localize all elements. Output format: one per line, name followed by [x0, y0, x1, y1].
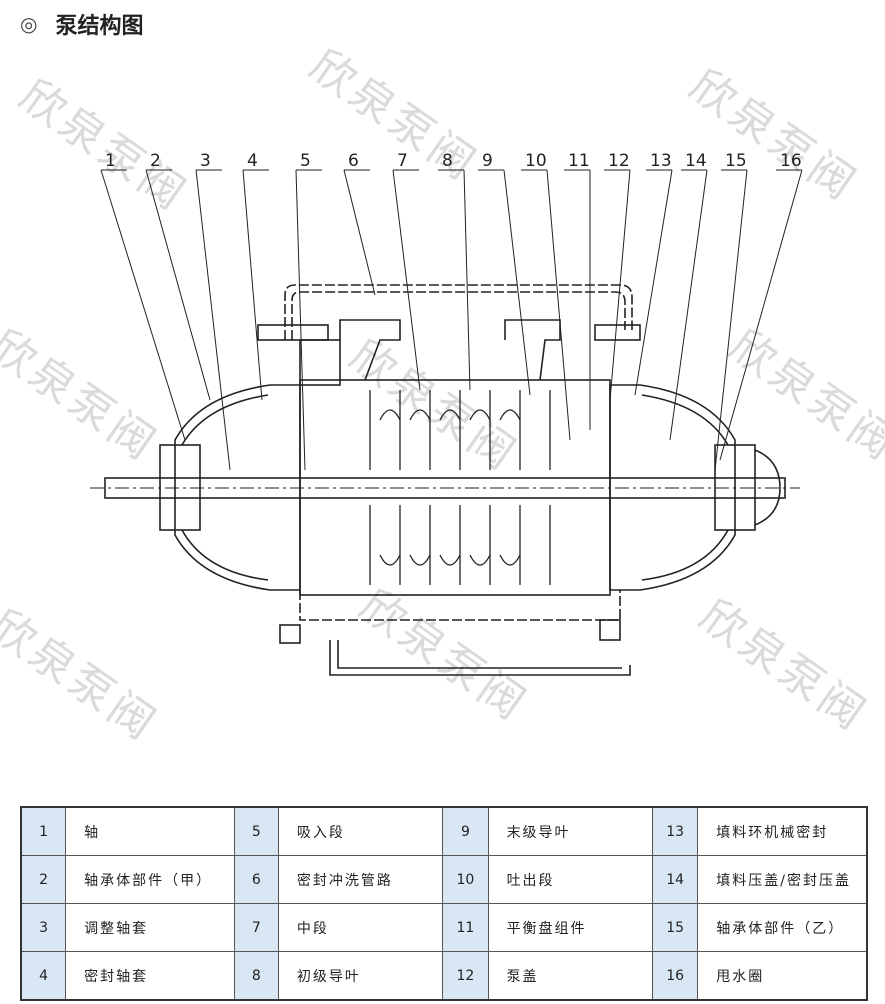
part-number: 15: [651, 903, 699, 952]
part-name: 密封轴套: [65, 951, 235, 1001]
leader-line: [145, 169, 211, 401]
part-number: 14: [651, 855, 699, 904]
leader-line: [546, 169, 571, 441]
callout-15: 15: [725, 151, 747, 171]
part-name: 调整轴套: [65, 903, 235, 952]
part-name: 中段: [277, 903, 444, 952]
callout-10: 10: [525, 151, 547, 171]
part-name: 轴承体部件（甲）: [65, 855, 235, 904]
callout-9: 9: [482, 151, 493, 171]
callout-2: 2: [150, 151, 161, 171]
callout-1: 1: [105, 151, 116, 171]
part-name: 填料压盖/密封压盖: [697, 855, 868, 904]
callout-7: 7: [397, 151, 408, 171]
callout-6: 6: [348, 151, 359, 171]
part-name: 初级导叶: [277, 951, 444, 1001]
leader-line: [242, 169, 263, 401]
leader-line: [463, 169, 471, 391]
leader-line: [295, 169, 306, 471]
leader-line: [392, 169, 421, 391]
part-number: 2: [20, 855, 67, 904]
part-number: 13: [651, 806, 699, 856]
part-name: 平衡盘组件: [487, 903, 654, 952]
callout-12: 12: [608, 151, 630, 171]
part-number: 11: [442, 903, 489, 952]
callout-8: 8: [442, 151, 453, 171]
part-name: 甩水圈: [697, 951, 868, 1001]
part-number: 6: [233, 855, 279, 904]
leader-lines: [100, 169, 803, 471]
leader-line: [634, 169, 673, 396]
part-number: 5: [233, 806, 279, 856]
part-name: 轴承体部件（乙）: [697, 903, 868, 952]
part-number: 4: [20, 951, 67, 1001]
part-name: 密封冲洗管路: [277, 855, 444, 904]
part-name: 末级导叶: [487, 806, 654, 856]
leader-line: [343, 169, 376, 296]
double-circle-icon: ◎: [20, 12, 38, 36]
leader-line: [719, 169, 803, 461]
part-name: 填料环机械密封: [697, 806, 868, 856]
part-number: 3: [20, 903, 67, 952]
part-number: 7: [233, 903, 279, 952]
leader-line: [195, 169, 231, 471]
part-name: 轴: [65, 806, 235, 856]
part-number: 1: [20, 806, 67, 856]
title-text: 泵结构图: [55, 14, 144, 39]
part-number: 12: [442, 951, 489, 1001]
callout-13: 13: [650, 151, 672, 171]
callout-16: 16: [780, 151, 802, 171]
callout-5: 5: [300, 151, 311, 171]
leader-line: [669, 169, 708, 441]
page-title: ◎ 泵结构图: [20, 8, 143, 40]
part-name: 泵盖: [487, 951, 654, 1001]
leader-line: [100, 169, 186, 441]
part-number: 16: [651, 951, 699, 1001]
part-number: 10: [442, 855, 489, 904]
callout-14: 14: [685, 151, 707, 171]
part-name: 吸入段: [277, 806, 444, 856]
callout-4: 4: [247, 151, 258, 171]
leader-line: [503, 169, 531, 396]
part-number: 8: [233, 951, 279, 1001]
leader-line: [714, 169, 748, 471]
part-number: 9: [442, 806, 489, 856]
pump-outline: [90, 284, 800, 676]
part-name: 吐出段: [487, 855, 654, 904]
callout-11: 11: [568, 151, 590, 171]
callout-3: 3: [200, 151, 211, 171]
